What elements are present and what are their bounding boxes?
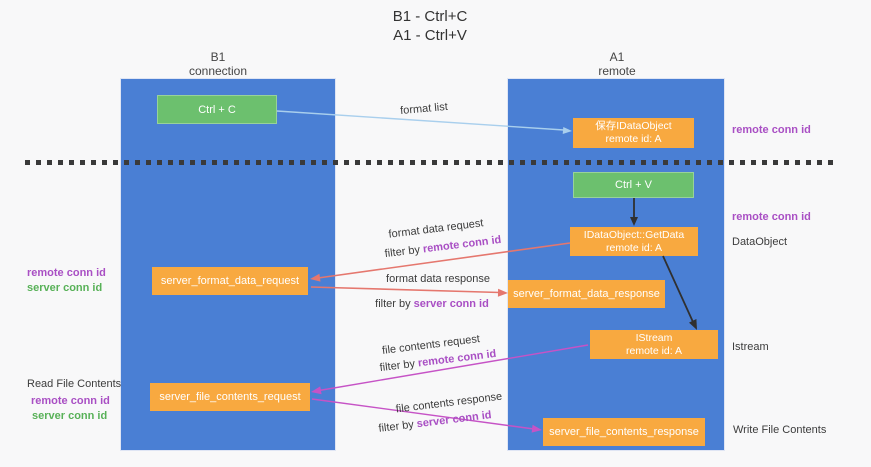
- title-line-2: A1 - Ctrl+V: [393, 27, 467, 44]
- server-conn-id-highlight: server conn id: [416, 409, 493, 431]
- left-column-header: B1 connection: [189, 50, 247, 78]
- istream-side-label: Istream: [732, 341, 769, 353]
- dashed-divider: [25, 160, 838, 165]
- server-file-contents-response-box: server_file_contents_response: [543, 418, 705, 446]
- filter-by-text: filter by: [384, 243, 421, 261]
- filter-by-text: filter by: [375, 298, 411, 310]
- server-file-contents-response-label: server_file_contents_response: [549, 426, 699, 438]
- server-format-data-response-box: server_format_data_response: [508, 280, 665, 308]
- left-server-conn-id-label: server conn id: [27, 282, 103, 294]
- format-data-response-label: format data response: [386, 273, 490, 285]
- right-remote-conn-id-label-mid: remote conn id: [732, 211, 811, 223]
- server-file-contents-request-box: server_file_contents_request: [150, 383, 310, 411]
- ctrl-v-label: Ctrl + V: [615, 179, 652, 191]
- istream-line2: remote id: A: [625, 344, 683, 357]
- server-file-contents-request-label: server_file_contents_request: [159, 391, 301, 403]
- left-server-conn-id-label-2: server conn id: [32, 410, 108, 422]
- filter-by-text: filter by: [377, 418, 415, 435]
- left-remote-conn-id-label-2: remote conn id: [31, 395, 110, 407]
- remote-conn-id-highlight: remote conn id: [422, 233, 502, 256]
- format-list-label: format list: [399, 100, 449, 118]
- right-remote-conn-id-label-top: remote conn id: [732, 124, 811, 136]
- filter-by-text: filter by: [379, 357, 416, 375]
- ctrl-c-box: Ctrl + C: [157, 95, 277, 124]
- server-conn-id-highlight: server conn id: [413, 298, 489, 310]
- left-column-name: B1: [210, 50, 226, 64]
- save-idataobject-line1: 保存IDataObject: [595, 120, 672, 132]
- right-column-header: A1 remote: [598, 50, 635, 78]
- left-remote-conn-id-label: remote conn id: [27, 267, 106, 279]
- server-format-data-response-label: server_format_data_response: [513, 288, 660, 300]
- write-file-contents-label: Write File Contents: [733, 424, 827, 436]
- save-idataobject-box: 保存IDataObject remote id: A: [573, 118, 694, 148]
- dataobject-label: DataObject: [732, 236, 788, 248]
- right-column-role: remote: [598, 64, 636, 78]
- idataobject-getdata-box: IDataObject::GetData remote id: A: [570, 227, 698, 256]
- server-format-data-request-box: server_format_data_request: [152, 267, 308, 295]
- istream-box: IStream remote id: A: [590, 330, 718, 359]
- ctrl-v-box: Ctrl + V: [573, 172, 694, 198]
- diagram-title: B1 - Ctrl+C A1 - Ctrl+V: [393, 7, 468, 45]
- format-data-response-line: [310, 286, 501, 294]
- left-column-role: connection: [188, 64, 248, 78]
- ctrl-c-label: Ctrl + C: [198, 103, 236, 116]
- getdata-line1: IDataObject::GetData: [583, 228, 685, 241]
- istream-line1: IStream: [635, 331, 673, 344]
- title-line-1: B1 - Ctrl+C: [392, 8, 468, 25]
- getdata-line2: remote id: A: [605, 241, 663, 254]
- read-file-contents-label: Read File Contents: [27, 378, 122, 390]
- server-format-data-request-label: server_format_data_request: [160, 275, 300, 287]
- save-idataobject-line2: remote id: A: [605, 133, 662, 145]
- right-column-name: A1: [609, 50, 625, 64]
